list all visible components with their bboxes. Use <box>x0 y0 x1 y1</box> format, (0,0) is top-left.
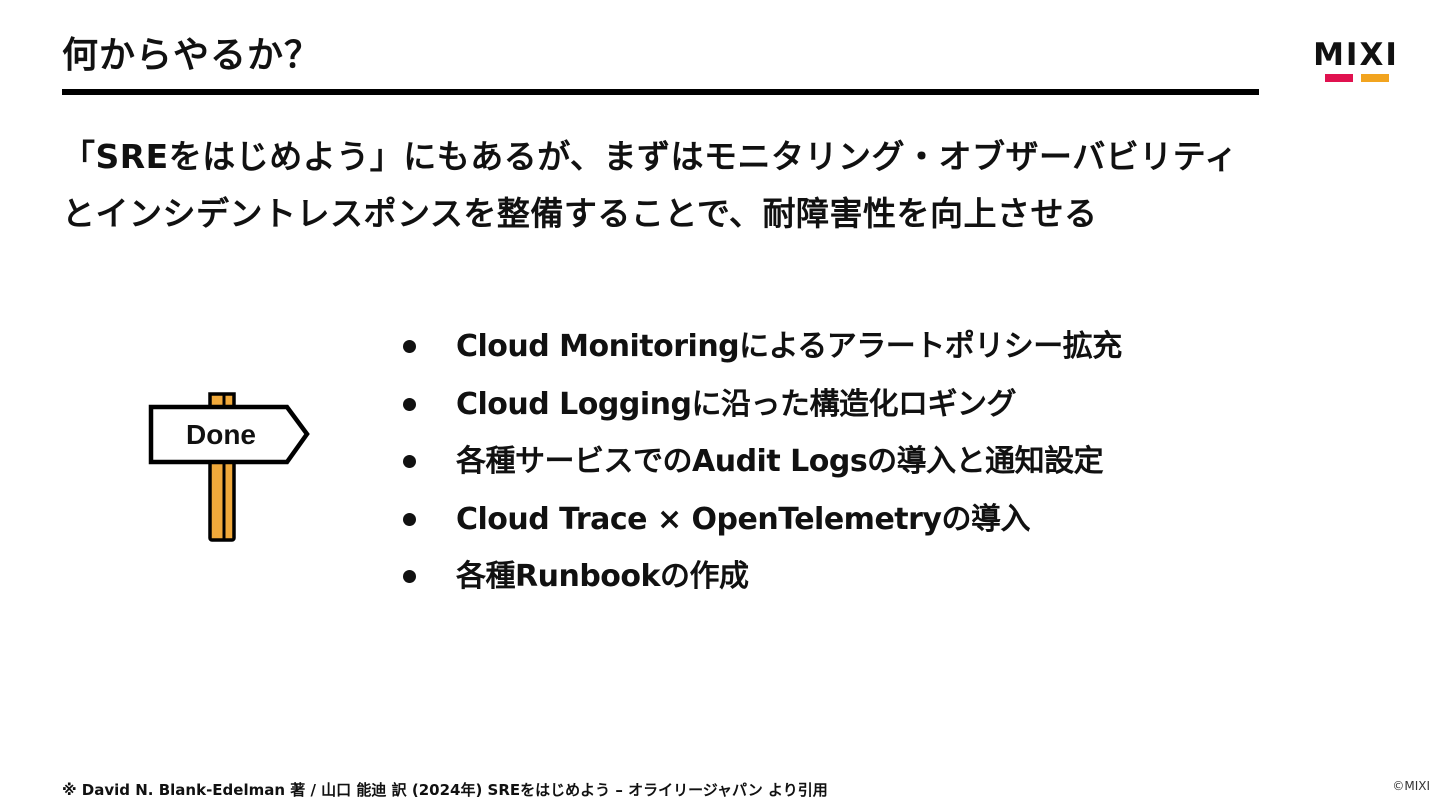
lead-line-1: 「SREをはじめよう」にもあるが、まずはモニタリング・オブザーバビリティ <box>62 137 1238 176</box>
bullet-list: Cloud Monitoringによるアラートポリシー拡充 Cloud Logg… <box>400 318 1122 606</box>
list-item-text: Cloud Loggingに沿った構造化ロギング <box>456 386 1016 422</box>
title-underline <box>62 89 1259 95</box>
mixi-logo: MIXI <box>1306 38 1406 88</box>
logo-bar-red <box>1325 74 1353 82</box>
list-item-text: Cloud Monitoringによるアラートポリシー拡充 <box>456 329 1122 364</box>
list-item-text: 各種Runbookの作成 <box>456 559 749 594</box>
bullet-dot-icon <box>403 340 416 353</box>
signpost-label: Done <box>186 419 256 450</box>
list-item: 各種Runbookの作成 <box>400 548 1122 606</box>
citation-footnote: ※ David N. Blank-Edelman 著 / 山口 能迪 訳 (20… <box>62 781 828 799</box>
list-item: Cloud Monitoringによるアラートポリシー拡充 <box>400 318 1122 376</box>
lead-text: 「SREをはじめよう」にもあるが、まずはモニタリング・オブザーバビリティ とイン… <box>62 128 1238 242</box>
list-item: Cloud Loggingに沿った構造化ロギング <box>400 376 1122 434</box>
logo-bar-yellow <box>1361 74 1389 82</box>
list-item-text: Cloud Trace × OpenTelemetryの導入 <box>456 501 1030 537</box>
copyright-notice: ©MIXI <box>1392 779 1430 793</box>
slide-title: 何からやるか？ <box>62 35 322 76</box>
list-item-text: 各種サービスでのAudit Logsの導入と通知設定 <box>456 444 1104 479</box>
logo-text: MIXI <box>1313 37 1399 73</box>
bullet-dot-icon <box>403 455 416 468</box>
bullet-dot-icon <box>403 570 416 583</box>
signpost-icon: Done <box>148 392 310 542</box>
bullet-dot-icon <box>403 397 416 411</box>
list-item: 各種サービスでのAudit Logsの導入と通知設定 <box>400 433 1122 491</box>
list-item: Cloud Trace × OpenTelemetryの導入 <box>400 491 1122 549</box>
bullet-dot-icon <box>403 512 416 526</box>
lead-line-2: とインシデントレスポンスを整備することで、耐障害性を向上させる <box>62 194 1098 233</box>
